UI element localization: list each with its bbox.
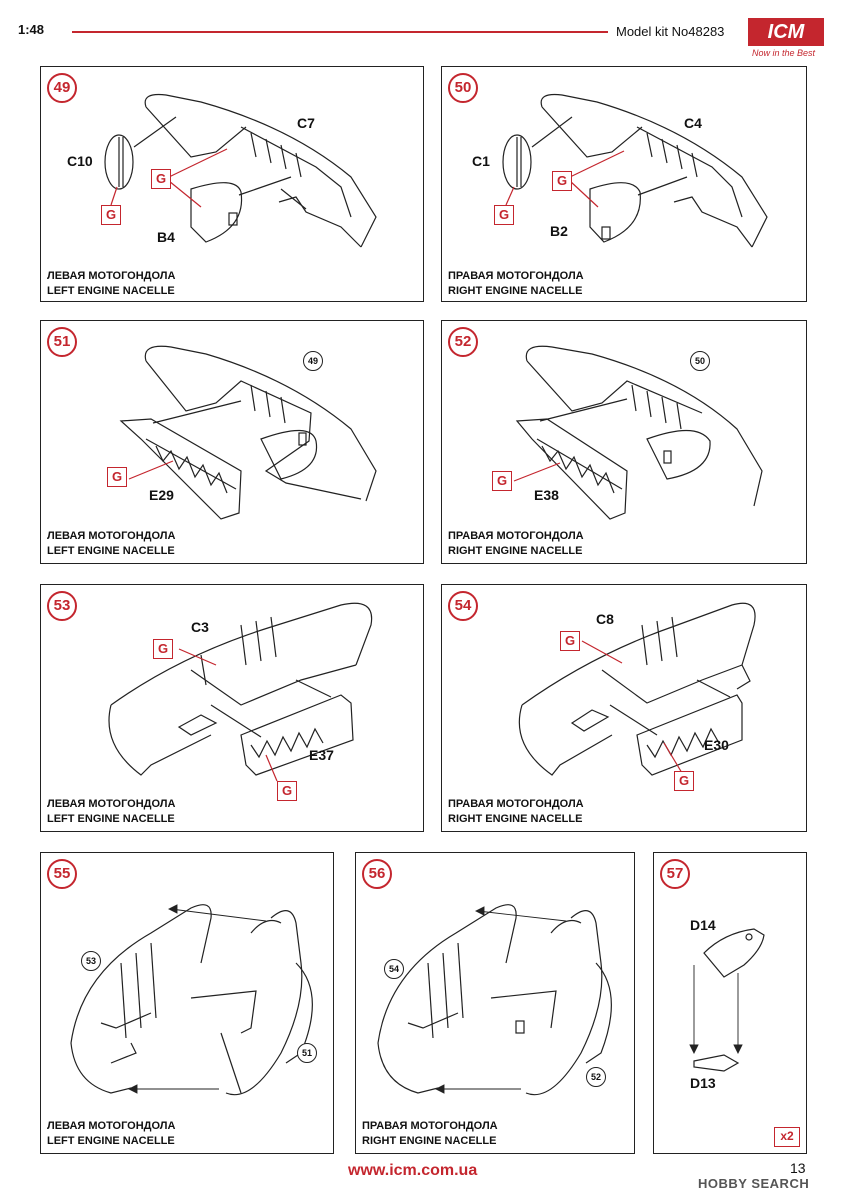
step-caption: ЛЕВАЯ МОТОГОНДОЛА LEFT ENGINE NACELLE	[47, 269, 175, 299]
reference-step-circle: 53	[81, 951, 101, 971]
step-50-diagram	[502, 93, 768, 248]
caption-en: LEFT ENGINE NACELLE	[47, 285, 175, 297]
part-label: B4	[157, 229, 175, 245]
step-49-diagram	[104, 93, 377, 248]
caption-ru: ПРАВАЯ МОТОГОНДОЛА	[448, 530, 584, 542]
reference-step-circle: 54	[384, 959, 404, 979]
glue-marker: G	[101, 205, 121, 225]
step-number-badge: 50	[448, 73, 478, 103]
caption-ru: ПРАВАЯ МОТОГОНДОЛА	[448, 270, 584, 282]
step-number-badge: 55	[47, 859, 77, 889]
glue-marker: G	[107, 467, 127, 487]
step-number-badge: 56	[362, 859, 392, 889]
caption-en: LEFT ENGINE NACELLE	[47, 813, 175, 825]
part-label: C8	[596, 611, 614, 627]
part-label: C7	[297, 115, 315, 131]
glue-marker: G	[153, 639, 173, 659]
caption-en: LEFT ENGINE NACELLE	[47, 1135, 175, 1147]
caption-en: RIGHT ENGINE NACELLE	[448, 285, 583, 297]
step-number-badge: 54	[448, 591, 478, 621]
page-number: 13	[790, 1160, 806, 1176]
step-56-panel: 56 54 52 ПРАВАЯ МОТОГОНДОЛА RIGHT ENGINE…	[355, 852, 635, 1154]
step-55-panel: 55 53 51 ЛЕВАЯ МОТОГОНДОЛА LEFT ENGINE N…	[40, 852, 334, 1154]
logo-tagline: Now in the Best	[752, 48, 816, 58]
reference-step-circle: 52	[586, 1067, 606, 1087]
watermark: HOBBY SEARCH	[698, 1176, 810, 1191]
reference-step-circle: 50	[690, 351, 710, 371]
step-number-badge: 52	[448, 327, 478, 357]
step-53-diagram	[108, 602, 373, 782]
step-number-badge: 53	[47, 591, 77, 621]
step-53-panel: 53 C3 E37 G G ЛЕВАЯ МОТОГОНДОЛА LEFT ENG…	[40, 584, 424, 832]
step-caption: ПРАВАЯ МОТОГОНДОЛА RIGHT ENGINE NACELLE	[448, 269, 584, 299]
glue-marker: G	[674, 771, 694, 791]
header-rule	[72, 31, 608, 33]
icm-logo: ICM Now in the Best	[744, 18, 828, 66]
caption-ru: ЛЕВАЯ МОТОГОНДОЛА	[47, 1120, 176, 1132]
part-label: C4	[684, 115, 702, 131]
glue-marker: G	[151, 169, 171, 189]
step-56-diagram	[377, 904, 612, 1096]
part-label: B2	[550, 223, 568, 239]
step-number-badge: 51	[47, 327, 77, 357]
part-label: E29	[149, 487, 174, 503]
reference-step-circle: 51	[297, 1043, 317, 1063]
caption-ru: ЛЕВАЯ МОТОГОНДОЛА	[47, 798, 176, 810]
glue-marker: G	[492, 471, 512, 491]
step-caption: ЛЕВАЯ МОТОГОНДОЛА LEFT ENGINE NACELLE	[47, 797, 175, 827]
caption-en: RIGHT ENGINE NACELLE	[448, 545, 583, 557]
caption-ru: ПРАВАЯ МОТОГОНДОЛА	[448, 798, 584, 810]
step-caption: ЛЕВАЯ МОТОГОНДОЛА LEFT ENGINE NACELLE	[47, 529, 175, 559]
part-label: D13	[690, 1075, 716, 1091]
step-57-diagram	[689, 928, 765, 1072]
part-label: C10	[67, 153, 93, 169]
step-51-diagram	[119, 345, 377, 520]
part-label: E30	[704, 737, 729, 753]
step-51-panel: 51 49 E29 G ЛЕВАЯ МОТОГОНДОЛА LEFT ENGIN…	[40, 320, 424, 564]
step-caption: ПРАВАЯ МОТОГОНДОЛА RIGHT ENGINE NACELLE	[448, 797, 584, 827]
glue-marker: G	[552, 171, 572, 191]
part-label: E38	[534, 487, 559, 503]
step-caption: ЛЕВАЯ МОТОГОНДОЛА LEFT ENGINE NACELLE	[47, 1119, 175, 1149]
step-caption: ПРАВАЯ МОТОГОНДОЛА RIGHT ENGINE NACELLE	[362, 1119, 498, 1149]
part-label: E37	[309, 747, 334, 763]
glue-marker: G	[277, 781, 297, 801]
kit-number: Model kit No48283	[616, 24, 725, 39]
step-52-panel: 52 50 E38 G ПРАВАЯ МОТОГОНДОЛА RIGHT ENG…	[441, 320, 807, 564]
part-label: C1	[472, 153, 490, 169]
part-label: C3	[191, 619, 209, 635]
step-number-badge: 57	[660, 859, 690, 889]
step-number-badge: 49	[47, 73, 77, 103]
step-54-panel: 54 C8 E30 G G ПРАВАЯ МОТОГОНДОЛА RIGHT E…	[441, 584, 807, 832]
step-49-panel: 49 C10 C7 B4 G G ЛЕВАЯ МОТОГОНДОЛА LEFT …	[40, 66, 424, 302]
scale-label: 1:48	[18, 22, 45, 37]
step-57-panel: 57 D14 D13 x2	[653, 852, 807, 1154]
glue-marker: G	[494, 205, 514, 225]
part-label: D14	[690, 917, 716, 933]
step-caption: ПРАВАЯ МОТОГОНДОЛА RIGHT ENGINE NACELLE	[448, 529, 584, 559]
caption-ru: ПРАВАЯ МОТОГОНДОЛА	[362, 1120, 498, 1132]
quantity-badge: x2	[774, 1127, 800, 1147]
caption-ru: ЛЕВАЯ МОТОГОНДОЛА	[47, 530, 176, 542]
step-54-diagram	[518, 602, 756, 776]
caption-en: RIGHT ENGINE NACELLE	[448, 813, 583, 825]
logo-mark: ICM	[748, 18, 824, 46]
step-55-diagram	[70, 904, 313, 1096]
caption-en: LEFT ENGINE NACELLE	[47, 545, 175, 557]
caption-ru: ЛЕВАЯ МОТОГОНДОЛА	[47, 270, 176, 282]
step-52-diagram	[513, 345, 763, 520]
reference-step-circle: 49	[303, 351, 323, 371]
step-50-panel: 50 C1 C4 B2 G G ПРАВАЯ МОТОГОНДОЛА RIGHT…	[441, 66, 807, 302]
caption-en: RIGHT ENGINE NACELLE	[362, 1135, 497, 1147]
website-link[interactable]: www.icm.com.ua	[348, 1162, 478, 1179]
glue-marker: G	[560, 631, 580, 651]
